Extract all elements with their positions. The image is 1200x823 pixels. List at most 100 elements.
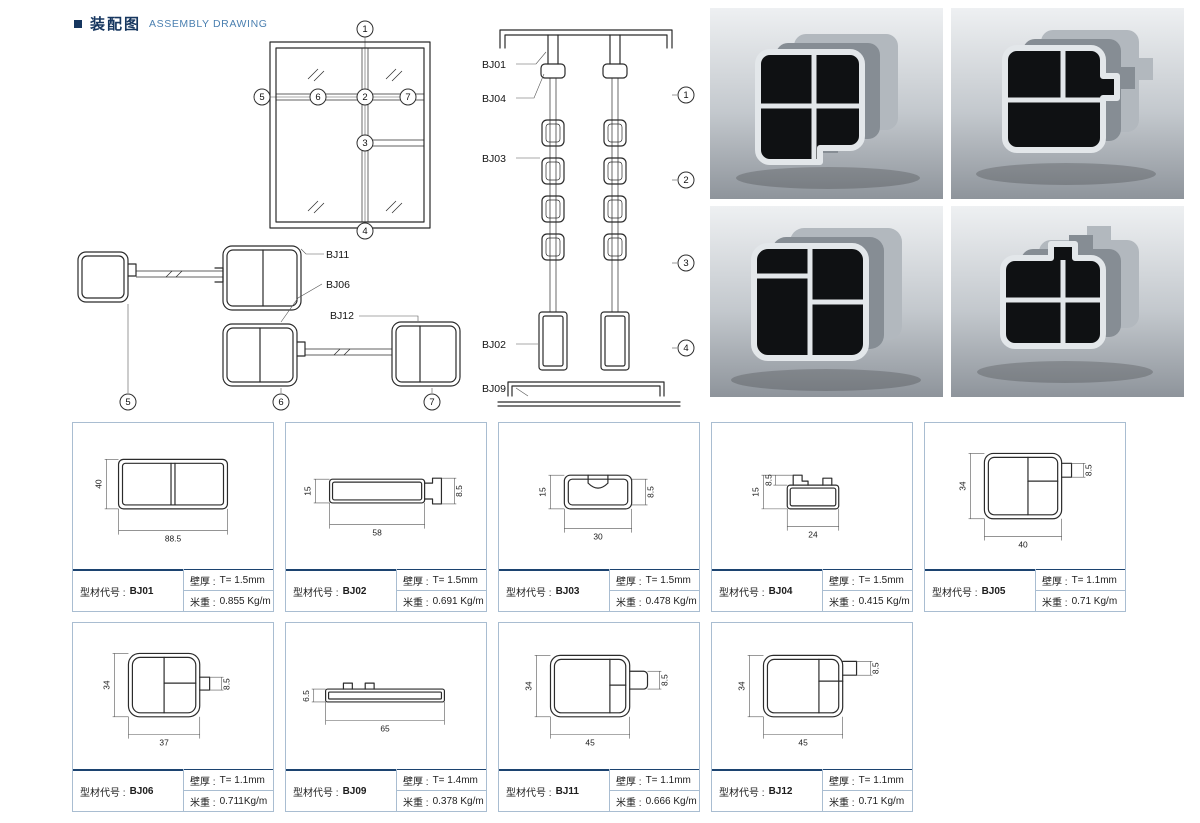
profile-card-bj06: 34 37 8.5 型材代号 :BJ06 壁厚 :T= 1.1mm 米重 :0.… (72, 622, 274, 812)
svg-text:1: 1 (362, 24, 367, 35)
weight-value: 0.478 Kg/m (645, 595, 697, 607)
dim-width: 24 (808, 530, 818, 540)
thickness-label: 壁厚 : (829, 776, 855, 788)
dim-clip: 8.5 (763, 474, 773, 486)
profile-photo-2 (951, 8, 1184, 199)
code-label: 型材代号 : (719, 587, 765, 599)
glazing-lines (549, 78, 619, 312)
profile-cards-row-1: 40 88.5 型材代号 :BJ01 壁厚 :T= 1.5mm 米重 :0.85… (72, 422, 1126, 612)
meter-weight: 米重 :0.378 Kg/m (397, 790, 486, 811)
svg-text:4: 4 (362, 226, 367, 237)
code-value: BJ12 (768, 785, 793, 797)
leader-lines (127, 248, 433, 393)
svg-text:1: 1 (683, 90, 688, 101)
weight-label: 米重 : (829, 597, 855, 609)
profile-code: 型材代号 :BJ12 (712, 769, 822, 811)
thickness-label: 壁厚 : (616, 776, 642, 788)
profile-code: 型材代号 :BJ02 (286, 569, 396, 611)
thickness-label: 壁厚 : (829, 576, 855, 588)
svg-text:7: 7 (429, 397, 434, 408)
profile-drawing-bj09: 6.5 65 (286, 623, 486, 769)
profile-drawing-bj04: 15 8.5 24 (712, 423, 912, 569)
code-label: 型材代号 : (719, 787, 765, 799)
meter-weight: 米重 :0.415 Kg/m (823, 590, 912, 611)
profile-cards-row-2: 34 37 8.5 型材代号 : BJ06 壁厚 :T= 1.1mm 米重 :0.… (72, 622, 913, 812)
dim-clip: 8.5 (645, 486, 655, 498)
horizontal-section-drawing: BJ11 BJ06 BJ12 5 6 7 (77, 245, 461, 411)
weight-value: 0.855 Kg/m (219, 595, 271, 607)
mullions-rails (276, 48, 424, 222)
callout-3: 3 (356, 134, 374, 152)
profile-drawing-bj06: 34 37 8.5 (73, 623, 273, 769)
profile-label-bj06: BJ06 (326, 279, 350, 291)
interlock-clips (541, 119, 627, 261)
weight-label: 米重 : (190, 597, 216, 609)
code-label: 型材代号 : (80, 587, 126, 599)
meter-weight: 米重 :0.855 Kg/m (184, 590, 273, 611)
code-value: BJ09 (342, 785, 367, 797)
profile-code: 型材代号 :BJ09 (286, 769, 396, 811)
callout-4: 4 (356, 222, 374, 240)
profile-drawing-bj11: 34 45 8.5 (499, 623, 699, 769)
glass-bars-top (136, 270, 223, 278)
wall-thickness: 壁厚 :T= 1.1mm (1036, 569, 1125, 590)
card-footer: 型材代号 :BJ12 壁厚 :T= 1.1mm 米重 :0.71 Kg/m (712, 769, 912, 811)
profile-drawing-bj03: 15 30 8.5 (499, 423, 699, 569)
profile-card-bj11: 34 45 8.5 型材代号 :BJ11 壁厚 :T= 1.1mm 米重 :0.… (498, 622, 700, 812)
callout-1: 1 (356, 20, 374, 38)
weight-label: 米重 : (403, 597, 429, 609)
profile-card-bj02: 15 58 8.5 型材代号 :BJ02 壁厚 :T= 1.5mm 米重 :0.… (285, 422, 487, 612)
profile-card-bj03: 15 30 8.5 型材代号 :BJ03 壁厚 :T= 1.5mm 米重 :0.… (498, 422, 700, 612)
window-frame (269, 41, 431, 229)
svg-text:3: 3 (362, 138, 367, 149)
dim-height: 15 (538, 487, 548, 497)
wall-thickness: 壁厚 :T= 1.1mm (184, 769, 273, 790)
meter-weight: 米重 :0.691 Kg/m (397, 590, 486, 611)
callout-7: 7 (423, 393, 441, 411)
glass-bars-bottom (305, 348, 392, 356)
head-profile (499, 29, 673, 79)
code-value: BJ02 (342, 585, 367, 597)
thickness-label: 壁厚 : (190, 776, 216, 788)
dim-clip: 8.5 (870, 662, 880, 674)
code-value: BJ05 (981, 585, 1006, 597)
meter-weight: 米重 :0.71 Kg/m (823, 790, 912, 811)
thickness-label: 壁厚 : (190, 576, 216, 588)
wall-thickness: 壁厚 :T= 1.5mm (823, 569, 912, 590)
callout-7: 7 (399, 88, 417, 106)
profile-photo-3 (710, 206, 943, 397)
callout-4: 4 (677, 339, 695, 357)
svg-text:6: 6 (315, 92, 320, 103)
callout-1: 1 (677, 86, 695, 104)
thickness-value: T= 1.1mm (1071, 574, 1117, 586)
card-footer: 型材代号 :BJ09 壁厚 :T= 1.4mm 米重 :0.378 Kg/m (286, 769, 486, 811)
dim-height: 34 (958, 481, 968, 491)
thickness-value: T= 1.5mm (858, 574, 904, 586)
profile-card-bj01: 40 88.5 型材代号 :BJ01 壁厚 :T= 1.5mm 米重 :0.85… (72, 422, 274, 612)
callout-6: 6 (272, 393, 290, 411)
callout-5: 5 (253, 88, 271, 106)
profile-label-bj12: BJ12 (330, 310, 354, 322)
svg-text:7: 7 (405, 92, 410, 103)
dim-height: 6.5 (301, 690, 311, 702)
dim-width: 30 (593, 532, 603, 542)
page-title-en: ASSEMBLY DRAWING (149, 17, 268, 30)
profile-code: 型材代号 :BJ11 (499, 769, 609, 811)
wall-thickness: 壁厚 :T= 1.1mm (823, 769, 912, 790)
meter-weight: 米重 :0.711Kg/m (184, 790, 273, 811)
profile-photo-4 (951, 206, 1184, 397)
callout-3: 3 (677, 254, 695, 272)
dim-width: 45 (798, 738, 808, 748)
interlock-clip-details (545, 123, 623, 257)
meter-weight: 米重 :0.71 Kg/m (1036, 590, 1125, 611)
profile-card-bj04: 15 8.5 24 型材代号 :BJ04 壁厚 :T= 1.5mm 米重 :0.… (711, 422, 913, 612)
code-label: 型材代号 : (293, 787, 339, 799)
code-value: BJ06 (129, 785, 154, 797)
thickness-value: T= 1.5mm (645, 574, 691, 586)
thickness-label: 壁厚 : (403, 776, 429, 788)
square-bullet-icon (74, 19, 82, 28)
wall-thickness: 壁厚 :T= 1.5mm (184, 569, 273, 590)
profile-section-6-bottom (222, 323, 306, 387)
profile-drawing-bj05: 34 40 8.5 (925, 423, 1125, 569)
card-footer: 型材代号 :BJ01 壁厚 :T= 1.5mm 米重 :0.855 Kg/m (73, 569, 273, 611)
